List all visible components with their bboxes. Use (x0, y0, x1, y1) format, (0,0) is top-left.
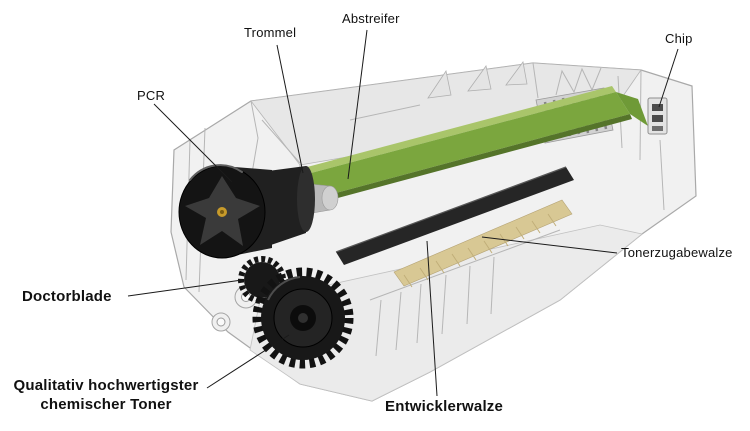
label-toner-line1: Qualitativ hochwertigster (13, 377, 199, 394)
leader-doctorblade (127, 279, 243, 297)
leader-toner (206, 334, 290, 389)
developer-roller (335, 166, 574, 265)
label-trommel: Trommel (244, 25, 297, 40)
cartridge-front-face (249, 224, 643, 402)
leader-abstreifer (347, 29, 368, 180)
label-entwicklerwalze: Entwicklerwalze (385, 398, 504, 415)
leader-lines (127, 29, 679, 397)
chip-part (647, 97, 668, 135)
label-toner: Qualitativ hochwertigster chemischer Ton… (0, 376, 212, 414)
label-chip: Chip (665, 31, 693, 46)
leader-trommel (276, 44, 304, 174)
leader-tonerzugabewalze (481, 236, 618, 254)
label-doctorblade: Doctorblade (22, 288, 112, 305)
label-tonerzugabewalze: Tonerzugabewalze (621, 245, 733, 260)
leader-entwicklerwalze (426, 240, 438, 397)
housing-ring-hole (216, 317, 226, 327)
top-fins (427, 61, 528, 99)
label-toner-line2: chemischer Toner (40, 396, 172, 413)
drum-end-cap (178, 164, 315, 259)
leader-chip (658, 48, 679, 108)
label-pcr: PCR (137, 88, 166, 103)
label-abstreifer: Abstreifer (342, 11, 400, 26)
leader-pcr (153, 103, 233, 183)
